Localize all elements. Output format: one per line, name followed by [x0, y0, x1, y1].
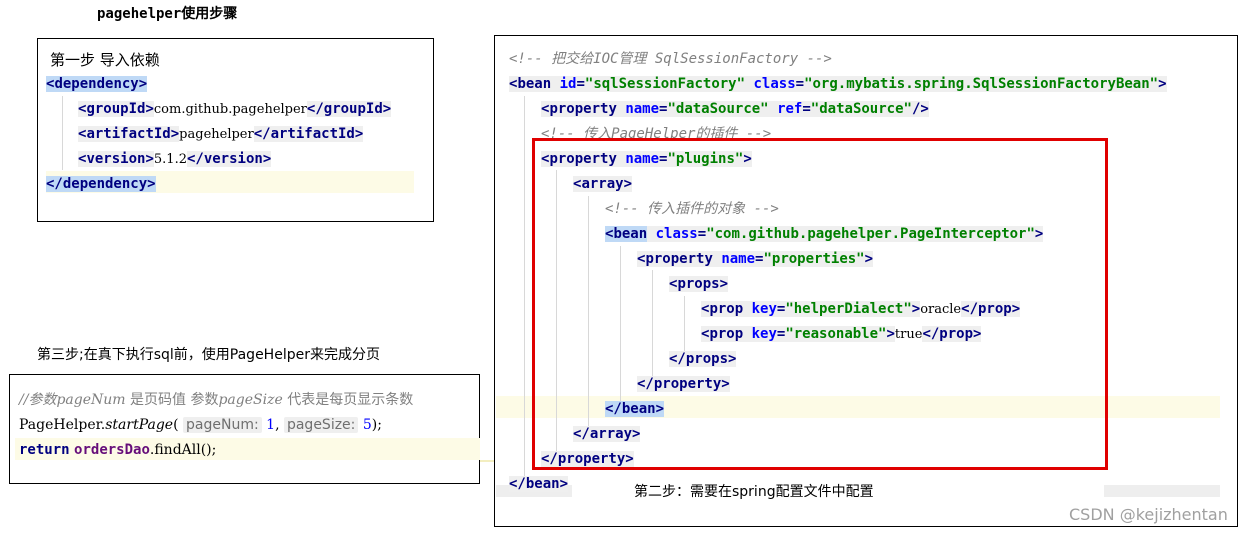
datasource-property-line: <property name="dataSource" ref="dataSou…: [541, 101, 929, 117]
step1-heading: 第一步 导入依赖: [50, 51, 160, 69]
interceptor-bean-close: </bean>: [605, 401, 665, 417]
xml-comment-ioc: <!-- 把交给IOC管理 SqlSessionFactory -->: [509, 51, 832, 67]
step2-panel: [494, 35, 1238, 527]
plugins-property-close: </property>: [541, 451, 634, 467]
bean-close-line: </bean>: [509, 476, 569, 492]
indent-guide: [556, 170, 557, 454]
properties-property-close: </property>: [637, 376, 730, 392]
properties-property-open: <property name="properties">: [637, 251, 874, 267]
indent-guide: [588, 196, 589, 430]
param-hint-pagenum: pageNum:: [183, 417, 262, 433]
page-title: pagehelper使用步骤: [97, 6, 238, 22]
scroll-marker: [1104, 485, 1220, 497]
indent-guide: [684, 296, 685, 356]
indent-guide: [620, 246, 621, 406]
return-line: return ordersDao.findAll();: [19, 442, 217, 458]
dependency-close-line: </dependency>: [46, 176, 156, 192]
highlight-box: [532, 138, 1108, 470]
props-close-line: </props>: [669, 351, 737, 367]
prop-reasonable-line: <prop key="reasonable">true</prop>: [701, 326, 982, 342]
groupid-line: <groupId>com.github.pagehelper</groupId>: [78, 101, 392, 117]
xml-comment-object: <!-- 传入插件的对象 -->: [605, 201, 779, 217]
indent-guide: [524, 96, 525, 480]
startpage-call-line: PageHelper.startPage( pageNum: 1, pageSi…: [19, 417, 382, 433]
version-line: <version>5.1.2</version>: [78, 151, 272, 167]
current-line-highlight: [15, 438, 480, 460]
step3-heading: 第三步;在真下执行sql前，使用PageHelper来完成分页: [37, 347, 380, 363]
prop-helperdialect-line: <prop key="helperDialect">oracle</prop>: [701, 301, 1021, 317]
indent-guide: [652, 270, 653, 380]
array-open-line: <array>: [573, 176, 633, 192]
interceptor-bean-open: <bean class="com.github.pagehelper.PageI…: [605, 226, 1044, 242]
java-comment-line: //参数pageNum 是页码值 参数pageSize 代表是每页显示条数: [19, 392, 414, 408]
watermark: CSDN @kejizhentan: [1069, 505, 1228, 524]
bean-open-line: <bean id="sqlSessionFactory" class="org.…: [509, 76, 1167, 92]
props-open-line: <props>: [669, 276, 729, 292]
artifactid-line: <artifactId>pagehelper</artifactId>: [78, 126, 364, 142]
plugins-property-open: <property name="plugins">: [541, 151, 752, 167]
step2-caption: 第二步：需要在spring配置文件中配置: [634, 484, 874, 500]
param-hint-pagesize: pageSize:: [283, 417, 359, 433]
array-close-line: </array>: [573, 426, 641, 442]
dependency-open-line: <dependency>: [46, 76, 148, 92]
current-line-highlight: [496, 396, 1220, 418]
indent-guide: [62, 96, 63, 170]
